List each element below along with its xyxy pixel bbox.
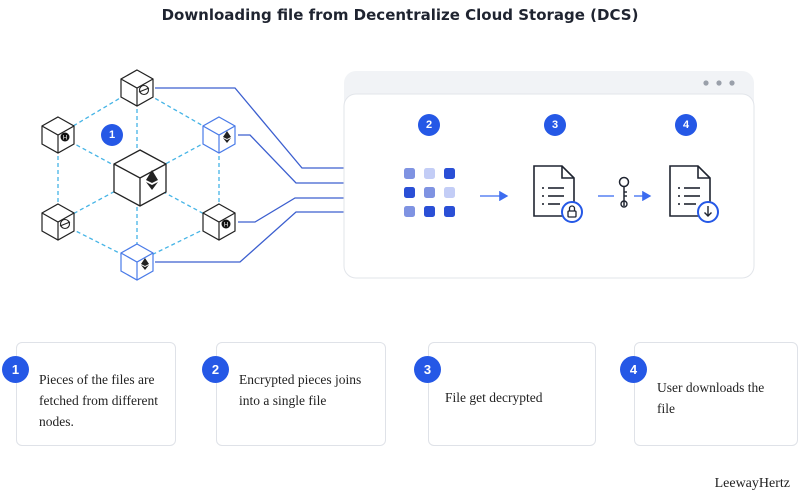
node-top	[120, 69, 154, 107]
node-bottom	[120, 243, 154, 281]
svg-text:H: H	[63, 136, 67, 142]
key-icon	[618, 176, 630, 208]
step-text: File get decrypted	[445, 390, 543, 405]
encrypted-pieces-grid	[404, 168, 455, 217]
step-text: User downloads the file	[657, 380, 765, 416]
step-badge-4: 4	[675, 114, 697, 136]
step-text: Encrypted pieces joins into a single fil…	[239, 372, 362, 408]
download-file	[669, 165, 719, 223]
step-badge-1: 1	[101, 124, 123, 146]
step-text: Pieces of the files are fetched from dif…	[39, 372, 158, 429]
page-title: Downloading file from Decentralize Cloud…	[161, 6, 639, 24]
window-dot	[729, 80, 735, 86]
step-card-2: Encrypted pieces joins into a single fil…	[216, 342, 386, 446]
node-left-bottom	[41, 203, 75, 241]
step-badge-2: 2	[418, 114, 440, 136]
ethereum-icon	[146, 170, 158, 190]
ethereum-icon	[223, 131, 231, 143]
step-card-3: File get decrypted	[428, 342, 596, 446]
window-dot	[716, 80, 722, 86]
card-badge-2: 2	[202, 356, 229, 383]
encrypted-file	[533, 165, 583, 223]
card-badge-1: 1	[2, 356, 29, 383]
download-icon	[704, 206, 712, 217]
node-left-top: H	[41, 116, 75, 154]
step-badge-3: 3	[544, 114, 566, 136]
step-card-4: User downloads the file	[634, 342, 798, 446]
hedera-icon	[221, 219, 231, 229]
stellar-icon	[138, 84, 150, 96]
stellar-icon	[59, 218, 71, 230]
lock-icon	[567, 205, 577, 218]
step-card-1: Pieces of the files are fetched from dif…	[16, 342, 176, 446]
brand-logo-text: LeewayHertz	[714, 476, 790, 491]
svg-text:H: H	[224, 223, 228, 229]
card-badge-4: 4	[620, 356, 647, 383]
hedera-icon	[60, 132, 70, 142]
node-right-top	[202, 116, 236, 154]
ethereum-icon	[141, 258, 149, 270]
node-right-bottom: H	[202, 203, 236, 241]
node-center	[113, 149, 167, 207]
connection-lines	[155, 87, 376, 263]
window-dot	[703, 80, 709, 86]
card-badge-3: 3	[414, 356, 441, 383]
